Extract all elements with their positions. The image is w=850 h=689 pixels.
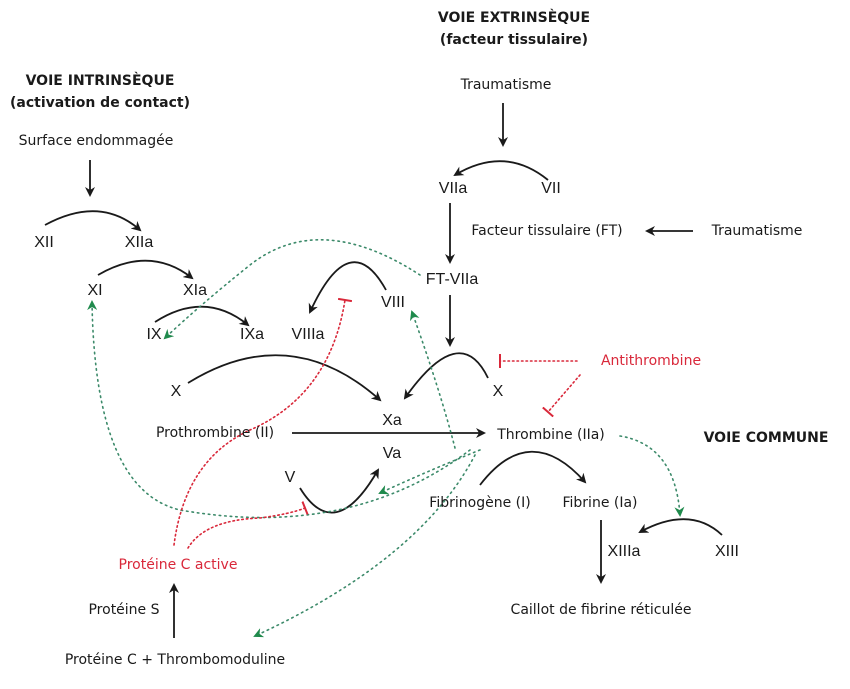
- factor-xi: XI: [87, 282, 103, 299]
- intrinsic-heading-line2: (activation de contact): [10, 95, 190, 111]
- factor-x-right: X: [492, 383, 504, 400]
- label-surface: Surface endommagée: [18, 133, 174, 149]
- factor-x-left: X: [170, 383, 182, 400]
- link-ftviia-ix: [163, 239, 421, 340]
- factor-v: V: [284, 469, 296, 486]
- factor-xiii: XIII: [714, 543, 740, 560]
- link-proteinc-viiia: [173, 297, 353, 546]
- link-vii-viia: [453, 160, 549, 181]
- common-pathway-heading: VOIE COMMUNE: [703, 430, 829, 446]
- label-protein-s: Protéine S: [88, 602, 160, 618]
- extrinsic-heading-line2: (facteur tissulaire): [439, 32, 589, 48]
- link-thrombin-v: [378, 449, 481, 495]
- label-thrombin: Thrombine (IIa): [497, 427, 605, 443]
- link-thrombin-proteinc: [253, 454, 476, 638]
- label-fibrin: Fibrine (Ia): [562, 495, 638, 511]
- factor-viii: VIII: [380, 294, 406, 311]
- intrinsic-heading-line1: VOIE INTRINSÈQUE: [25, 73, 175, 89]
- link-viii-viiia: [308, 261, 387, 314]
- factor-xa: Xa: [382, 412, 402, 429]
- link-ix-ixa: [154, 305, 250, 327]
- factor-xiiia: XIIIa: [607, 543, 641, 560]
- label-fibrinogen: Fibrinogène (I): [429, 495, 531, 511]
- factor-viiia: VIIIa: [291, 326, 325, 343]
- label-antithrombin: Antithrombine: [600, 353, 702, 369]
- link-xi-xia: [97, 259, 194, 280]
- factor-ix: IX: [146, 326, 162, 343]
- factor-xia: XIa: [182, 282, 208, 299]
- label-trauma-top: Traumatisme: [460, 77, 552, 93]
- factor-xii: XII: [34, 234, 54, 251]
- label-clot: Caillot de fibrine réticulée: [510, 602, 692, 618]
- link-x-xa-extrinsic: [403, 352, 489, 400]
- factor-va: Va: [382, 445, 402, 462]
- link-xiii-xiiia: [638, 518, 723, 536]
- factor-ixa: IXa: [239, 326, 265, 343]
- label-tissue-factor: Facteur tissulaire (FT): [471, 223, 623, 239]
- extrinsic-heading-line1: VOIE EXTRINSÈQUE: [437, 10, 591, 26]
- factor-vii: VII: [541, 180, 561, 197]
- factor-ft-viia: FT-VIIa: [425, 271, 479, 288]
- link-xii-xiia: [44, 210, 142, 232]
- link-thrombin-xiii: [619, 435, 685, 517]
- label-prothrombin: Prothrombine (II): [155, 425, 275, 441]
- label-protein-c-active: Protéine C active: [118, 557, 238, 573]
- link-proteinc-va: [187, 501, 309, 549]
- link-thrombin-xi: [87, 300, 471, 519]
- intrinsic-pathway-heading: VOIE INTRINSÈQUE (activation de contact): [10, 70, 190, 114]
- factor-xiia: XIIa: [124, 234, 154, 251]
- label-trauma-right: Traumatisme: [711, 223, 803, 239]
- factor-viia: VIIa: [438, 180, 468, 197]
- link-fibrinogen-fibrin: [479, 450, 587, 486]
- link-antithrombin-thrombin: [542, 374, 581, 418]
- link-thrombin-viii: [409, 310, 456, 449]
- extrinsic-pathway-heading: VOIE EXTRINSÈQUE (facteur tissulaire): [438, 7, 590, 51]
- link-v-va: [299, 468, 379, 514]
- link-x-xa-intrinsic: [187, 354, 382, 402]
- label-protein-c-thrombomodulin: Protéine C + Thrombomoduline: [64, 652, 286, 668]
